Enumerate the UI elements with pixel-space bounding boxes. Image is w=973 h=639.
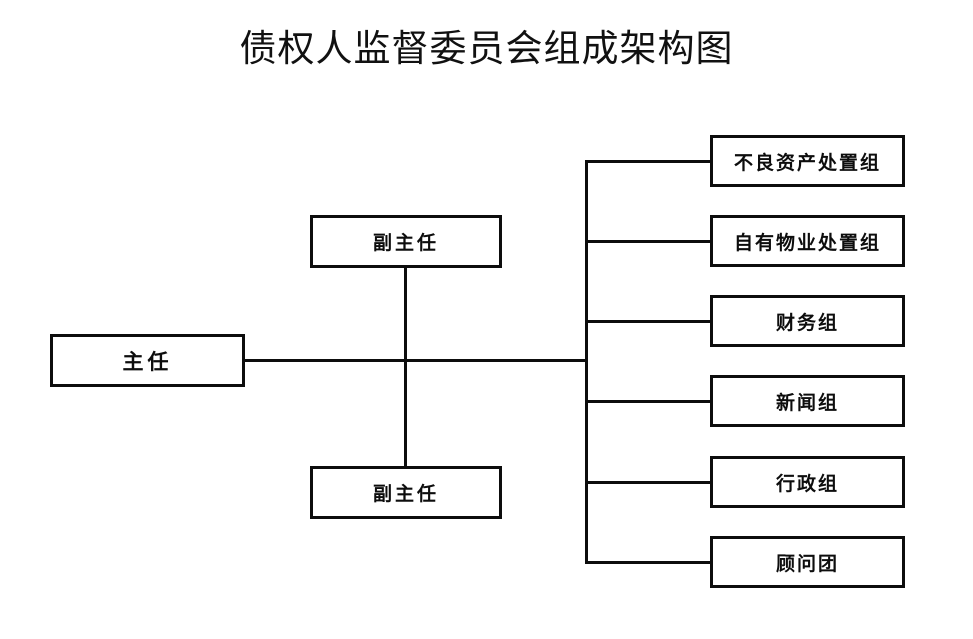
- node-group-npl-disposal[interactable]: 不良资产处置组: [710, 135, 905, 187]
- node-deputy-director-top-label: 副主任: [372, 233, 439, 254]
- node-group-finance[interactable]: 财务组: [710, 295, 905, 347]
- node-group-press-label: 新闻组: [775, 392, 839, 414]
- node-group-finance-label: 财务组: [775, 312, 839, 334]
- node-deputy-director-bottom-label: 副主任: [372, 484, 439, 505]
- node-group-press[interactable]: 新闻组: [710, 375, 905, 427]
- node-group-advisory[interactable]: 顾问团: [710, 536, 905, 588]
- node-deputy-director-bottom[interactable]: 副主任: [310, 466, 502, 519]
- connector-deputy-spine: [404, 267, 407, 467]
- connector-group-trunk: [585, 160, 588, 564]
- connector-branch-3: [585, 320, 711, 323]
- connector-branch-1: [585, 160, 711, 163]
- node-deputy-director-top[interactable]: 副主任: [310, 215, 502, 268]
- node-group-administration[interactable]: 行政组: [710, 456, 905, 508]
- connector-director-to-trunk: [245, 359, 588, 362]
- connector-branch-5: [585, 481, 711, 484]
- connector-branch-4: [585, 400, 711, 403]
- node-group-property-disposal[interactable]: 自有物业处置组: [710, 215, 905, 267]
- connector-branch-6: [585, 561, 711, 564]
- connector-branch-2: [585, 240, 711, 243]
- node-director[interactable]: 主任: [50, 334, 245, 387]
- node-group-npl-disposal-label: 不良资产处置组: [733, 152, 881, 174]
- node-director-label: 主任: [122, 350, 173, 374]
- node-group-advisory-label: 顾问团: [775, 553, 839, 575]
- node-group-property-disposal-label: 自有物业处置组: [733, 232, 881, 254]
- page-title: 债权人监督委员会组成架构图: [239, 29, 734, 70]
- node-group-administration-label: 行政组: [775, 473, 839, 495]
